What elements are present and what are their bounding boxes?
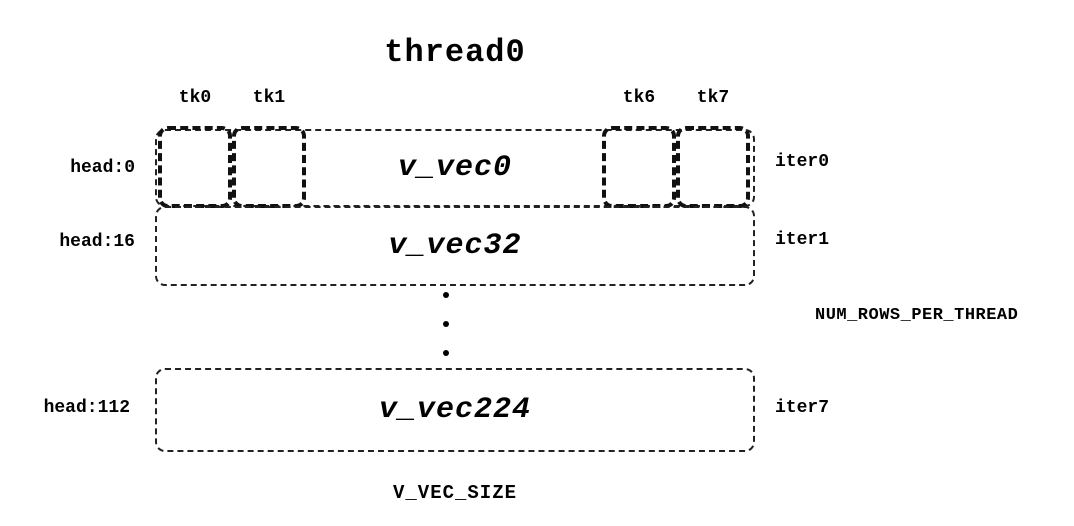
vvec224-row-box: v_vec224 [155, 368, 755, 452]
vvec224-label: v_vec224 [378, 393, 532, 427]
iter1-label: iter1 [775, 230, 830, 250]
tk0-box [158, 126, 232, 208]
tk7-box [676, 126, 750, 208]
tk1-label: tk1 [252, 88, 286, 108]
iter7-label: iter7 [775, 398, 830, 418]
tk6-box [602, 126, 676, 208]
diagram-title: thread0 [384, 34, 526, 71]
tk0-label: tk0 [178, 88, 212, 108]
num-rows-per-thread-label: NUM_ROWS_PER_THREAD [815, 306, 1019, 325]
head112-label: head:112 [43, 398, 130, 418]
tk1-box [232, 126, 306, 208]
vvec32-row-box: v_vec32 [155, 206, 755, 286]
tk7-label: tk7 [696, 88, 730, 108]
head16-label: head:16 [59, 232, 135, 252]
vvec32-label: v_vec32 [388, 229, 522, 263]
vertical-ellipsis-icon [440, 292, 452, 356]
tk6-label: tk6 [622, 88, 656, 108]
iter0-label: iter0 [775, 152, 830, 172]
vvec0-label: v_vec0 [397, 151, 513, 185]
v-vec-size-label: V_VEC_SIZE [392, 482, 518, 504]
head0-label: head:0 [70, 158, 135, 178]
